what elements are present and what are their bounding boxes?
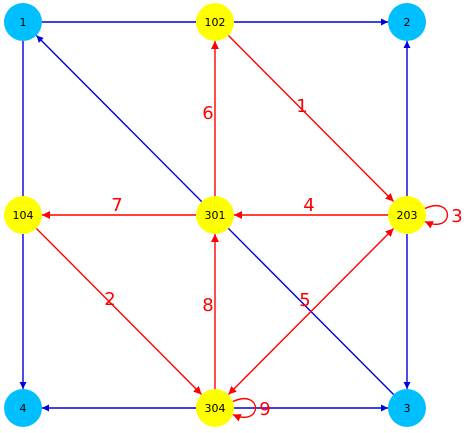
node-301: 301 (196, 196, 234, 234)
node-301-label: 301 (205, 209, 226, 222)
node-102: 102 (196, 3, 234, 41)
node-104-circle (4, 196, 42, 234)
node-3-label: 3 (404, 402, 411, 415)
node-2: 2 (388, 3, 426, 41)
node-304: 304 (196, 389, 234, 427)
node-2-circle (388, 3, 426, 41)
edge-304-203 (227, 227, 395, 396)
nodes-layer: 1 2 3 4 102 104 203 301 304 (4, 3, 426, 427)
node-4-circle (4, 389, 42, 427)
edge-labels-layer: 1 2 3 4 5 6 7 8 9 (104, 96, 462, 420)
node-203-label: 203 (397, 209, 418, 222)
node-3: 3 (388, 389, 426, 427)
edge-label-3: 3 (451, 206, 462, 227)
edge-label-7: 7 (111, 195, 122, 216)
node-1-circle (4, 3, 42, 41)
edge-label-5: 5 (299, 290, 310, 311)
edge-label-2: 2 (104, 289, 115, 310)
edge-304-304-loop (232, 398, 256, 422)
edge-label-1: 1 (296, 96, 307, 117)
node-1: 1 (4, 3, 42, 41)
edge-102-203 (227, 34, 395, 203)
edge-label-9: 9 (259, 399, 270, 420)
node-203: 203 (388, 196, 426, 234)
node-102-label: 102 (205, 16, 226, 29)
node-104-label: 104 (13, 209, 34, 222)
node-3-circle (388, 389, 426, 427)
node-304-circle (196, 389, 234, 427)
edge-104-304 (35, 227, 203, 396)
node-301-circle (196, 196, 234, 234)
edge-203-203-loop (424, 205, 448, 229)
edges-layer (19, 18, 448, 422)
node-104: 104 (4, 196, 42, 234)
node-1-label: 1 (20, 16, 27, 29)
edge-label-8: 8 (202, 295, 213, 316)
node-2-label: 2 (404, 16, 411, 29)
node-4-label: 4 (20, 402, 27, 415)
node-102-circle (196, 3, 234, 41)
node-4: 4 (4, 389, 42, 427)
edge-label-4: 4 (303, 195, 314, 216)
node-203-circle (388, 196, 426, 234)
node-304-label: 304 (205, 402, 226, 415)
edge-label-6: 6 (202, 103, 213, 124)
